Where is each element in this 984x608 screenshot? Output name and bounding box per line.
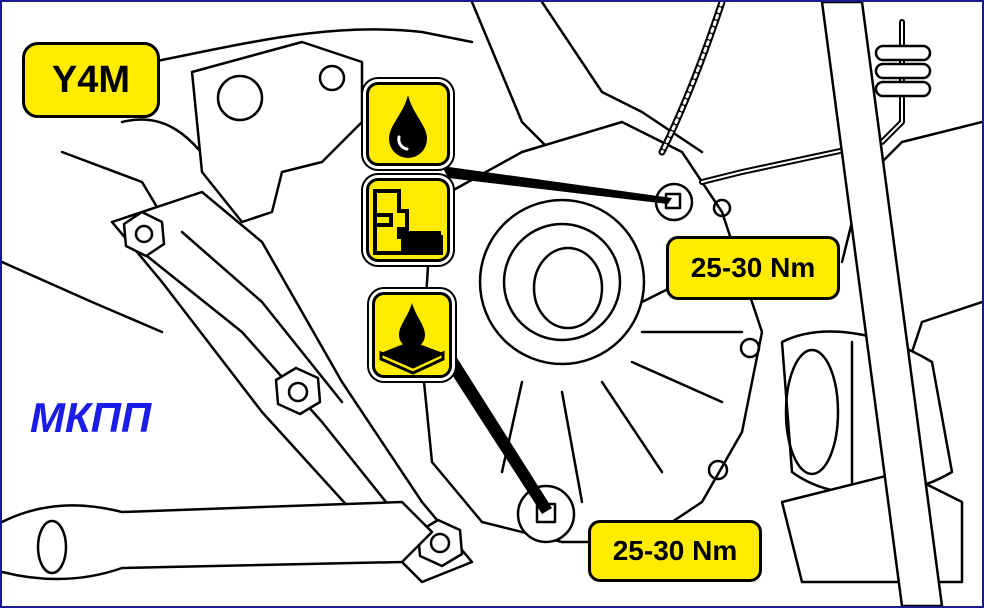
pipe-end (36, 519, 68, 575)
gearbox-type-label: МКПП (30, 394, 152, 441)
torque-label-drain-plug: 25-30 Nm (588, 520, 762, 582)
housing-rib (630, 360, 724, 404)
housing-bolt (707, 459, 729, 481)
bolt-head (274, 366, 322, 416)
oil-drop-icon (366, 82, 450, 166)
bracket-hole (216, 74, 264, 122)
output-flange-ring (502, 222, 622, 342)
housing-bolt (739, 337, 761, 359)
engine-contour-line (150, 28, 474, 64)
arm-rib (180, 230, 344, 404)
engine-contour-line (2, 260, 164, 334)
upper-bracket (190, 40, 364, 224)
chassis-member (820, 2, 944, 606)
pointer-to-fill-plug (442, 166, 672, 204)
drain-plug-icon (366, 178, 450, 262)
drain-plug (516, 484, 576, 544)
housing-rib (560, 390, 584, 504)
output-shaft-seal (532, 246, 604, 330)
bracket-hole (318, 64, 346, 92)
driveshaft-joint (780, 330, 954, 496)
bolt-head (122, 210, 166, 258)
lower-pipe (2, 500, 434, 581)
housing-bolt (712, 198, 732, 218)
line-fitting (874, 44, 932, 98)
hose-braid (660, 2, 724, 154)
sealant-drop-icon (372, 292, 452, 378)
model-badge: Y4M (22, 42, 160, 118)
joint-rim (784, 348, 840, 476)
housing-rib (600, 380, 664, 474)
engine-contour-line (470, 2, 564, 164)
pointer-to-drain-plug (440, 350, 552, 514)
torque-label-fill-plug: 25-30 Nm (666, 236, 840, 300)
